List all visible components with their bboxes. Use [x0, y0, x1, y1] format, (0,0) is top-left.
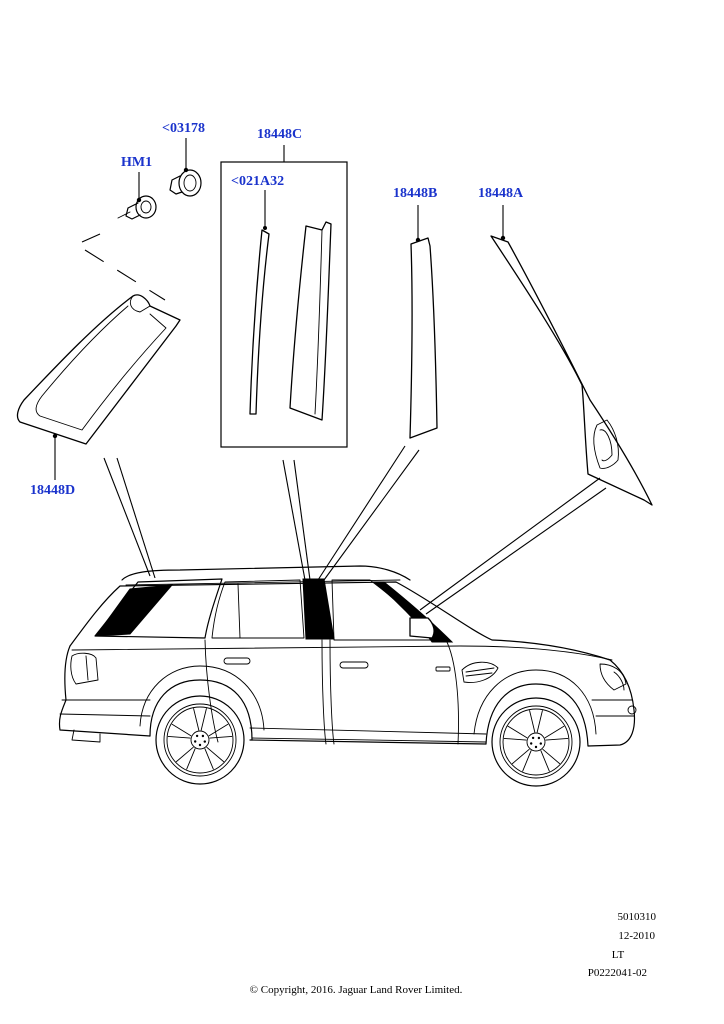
reference-code: LT [612, 949, 625, 961]
panel-18448d [16, 294, 181, 480]
callout-hm1[interactable]: HM1 [121, 155, 152, 170]
vehicle-side-view [58, 565, 637, 747]
callout-18448a[interactable]: 18448A [478, 186, 524, 201]
callout-18448b[interactable]: 18448B [393, 186, 437, 201]
reference-number: 5010310 [618, 911, 657, 923]
panel-18448b [409, 205, 438, 439]
group-box-18448c [220, 145, 348, 448]
callout-18448d[interactable]: 18448D [30, 483, 75, 498]
reference-date: 12-2010 [618, 930, 655, 942]
pillar-d-highlight [94, 584, 174, 637]
clip-03178 [169, 138, 202, 197]
callout-03178[interactable]: <03178 [162, 121, 205, 136]
panel-18448a [490, 205, 653, 506]
wheel-front [491, 697, 581, 787]
callout-021a32[interactable]: <021A32 [231, 174, 284, 189]
wheel-rear [155, 695, 245, 785]
callout-18448c[interactable]: 18448C [257, 127, 302, 142]
copyright-notice: © Copyright, 2016. Jaguar Land Rover Lim… [250, 984, 463, 996]
illustration-number: P0222041-02 [588, 967, 647, 979]
clip-hm1 [117, 172, 157, 220]
leader-lines [103, 445, 607, 615]
